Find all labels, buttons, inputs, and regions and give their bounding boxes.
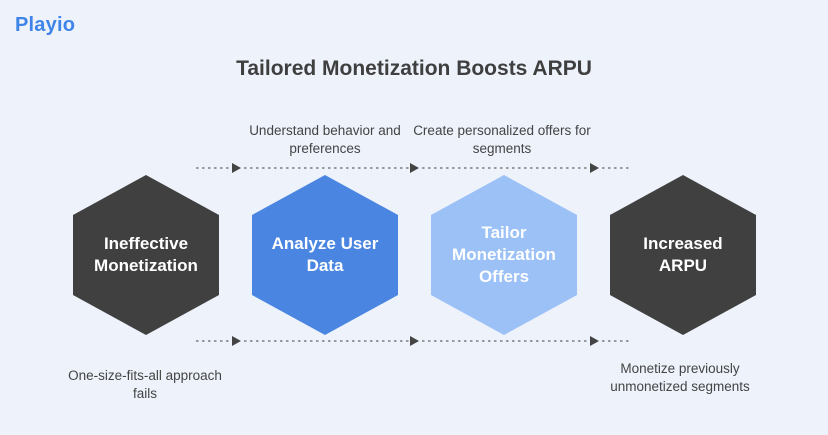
hexagon-shape — [252, 175, 398, 335]
arrowhead-icon — [232, 163, 241, 173]
step-label: Analyze User Data — [271, 234, 379, 275]
arrowhead-icon — [232, 336, 241, 346]
arrowhead-icon — [410, 163, 419, 173]
step-label: Ineffective Monetization — [94, 234, 198, 275]
caption-increased-arpu: Monetize previously unmonetized segments — [610, 361, 750, 394]
brand-logo: Playio — [15, 14, 76, 36]
hexagon-shape — [610, 175, 756, 335]
arrowhead-icon — [590, 336, 599, 346]
diagram-title: Tailored Monetization Boosts ARPU — [236, 57, 592, 80]
arrowhead-icon — [410, 336, 419, 346]
caption-analyze-user-data: Understand behavior and preferences — [249, 123, 401, 156]
caption-ineffective-monetization: One-size-fits-all approach fails — [68, 368, 222, 401]
step-tailor-monetization-offers: Tailor Monetization Offers — [431, 175, 577, 335]
step-ineffective-monetization: Ineffective Monetization — [73, 175, 219, 335]
step-label: Increased ARPU — [643, 234, 723, 275]
arrowhead-icon — [590, 163, 599, 173]
hexagon-shape — [73, 175, 219, 335]
step-analyze-user-data: Analyze User Data — [252, 175, 398, 335]
step-increased-arpu: Increased ARPU — [610, 175, 756, 335]
step-label: Tailor Monetization Offers — [452, 223, 556, 286]
hexagon-shape — [431, 175, 577, 335]
caption-tailor-offers: Create personalized offers for segments — [413, 123, 591, 156]
